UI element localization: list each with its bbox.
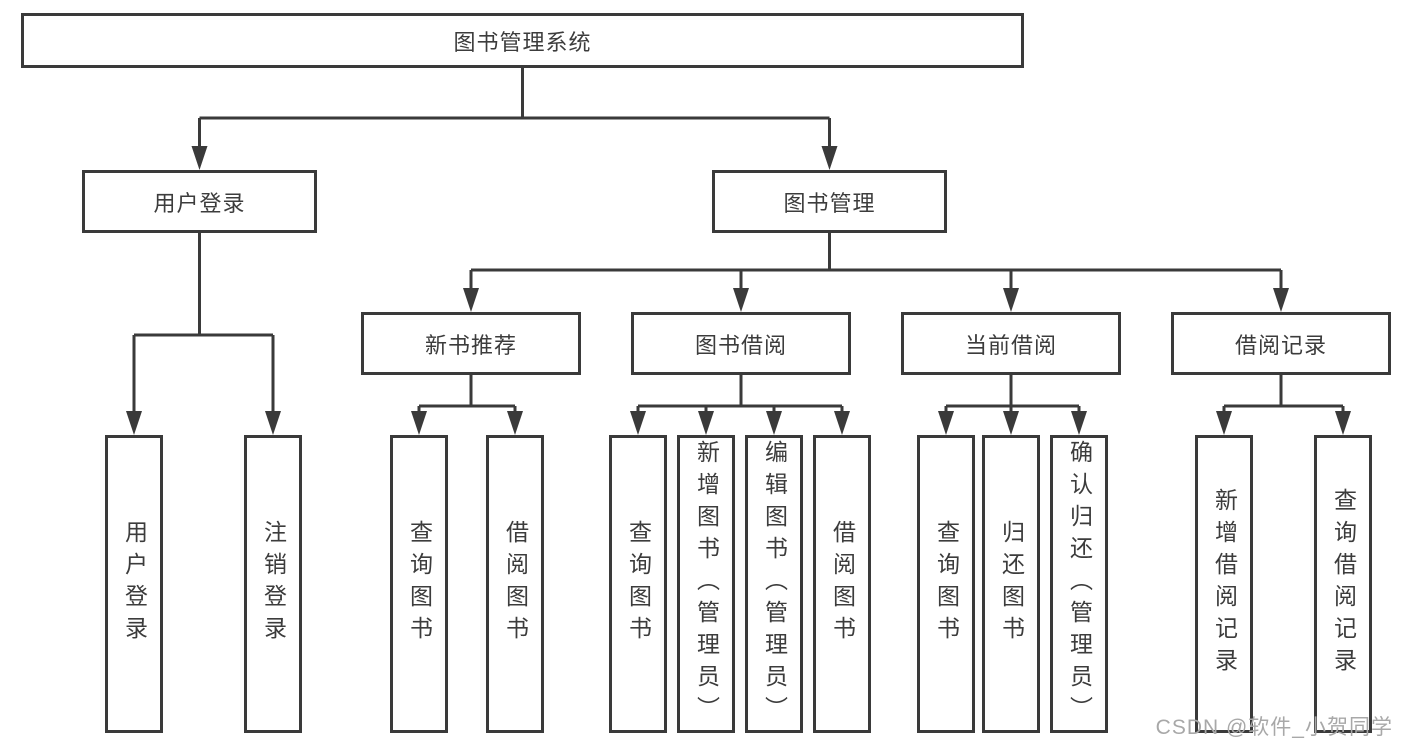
- node-book-management: 图书管理: [712, 170, 947, 233]
- leaf-logout-login: 注销登录: [244, 435, 302, 733]
- leaf-newbook-borrow-books: 借阅图书: [486, 435, 544, 733]
- watermark: CSDN @软件_小贺同学: [1155, 716, 1393, 739]
- leaf-borrow-add-books-admin: 新增图书（管理员）: [677, 435, 735, 733]
- leaf-current-return-books: 归还图书: [982, 435, 1040, 733]
- leaf-current-confirm-return-admin: 确认归还（管理员）: [1050, 435, 1108, 733]
- node-user-login: 用户登录: [82, 170, 317, 233]
- leaf-borrow-borrow-books: 借阅图书: [813, 435, 871, 733]
- leaf-newbook-query-books: 查询图书: [390, 435, 448, 733]
- leaf-record-add-borrow-record: 新增借阅记录: [1195, 435, 1253, 733]
- leaf-record-query-borrow-record: 查询借阅记录: [1314, 435, 1372, 733]
- leaf-borrow-query-books: 查询图书: [609, 435, 667, 733]
- node-current-borrow: 当前借阅: [901, 312, 1121, 375]
- leaf-current-query-books: 查询图书: [917, 435, 975, 733]
- node-new-book-recommend: 新书推荐: [361, 312, 581, 375]
- leaf-user-login: 用户登录: [105, 435, 163, 733]
- node-book-borrow: 图书借阅: [631, 312, 851, 375]
- node-root-library-system: 图书管理系统: [21, 13, 1024, 68]
- node-borrow-record: 借阅记录: [1171, 312, 1391, 375]
- leaf-borrow-edit-books-admin: 编辑图书（管理员）: [745, 435, 803, 733]
